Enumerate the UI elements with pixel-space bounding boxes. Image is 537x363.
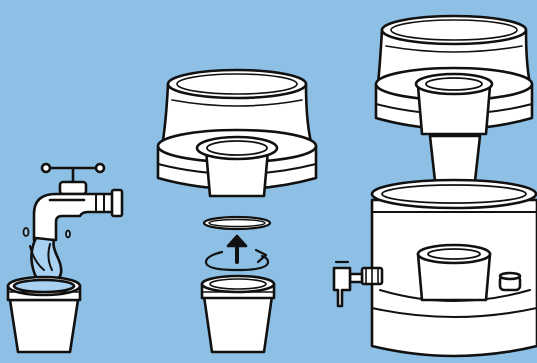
filter-cup (200, 274, 276, 354)
rotate-arrow-icon (204, 234, 270, 272)
water-dispenser-icon (332, 14, 537, 358)
tap-icon (332, 260, 384, 308)
step-1-faucet-and-cup (6, 162, 124, 354)
step-3-assembled-dispenser (332, 14, 537, 358)
step-2-upper-tank-and-seal (156, 68, 318, 354)
upper-tank (156, 68, 318, 198)
cup-being-filled (6, 275, 82, 354)
faucet-icon (32, 162, 124, 242)
